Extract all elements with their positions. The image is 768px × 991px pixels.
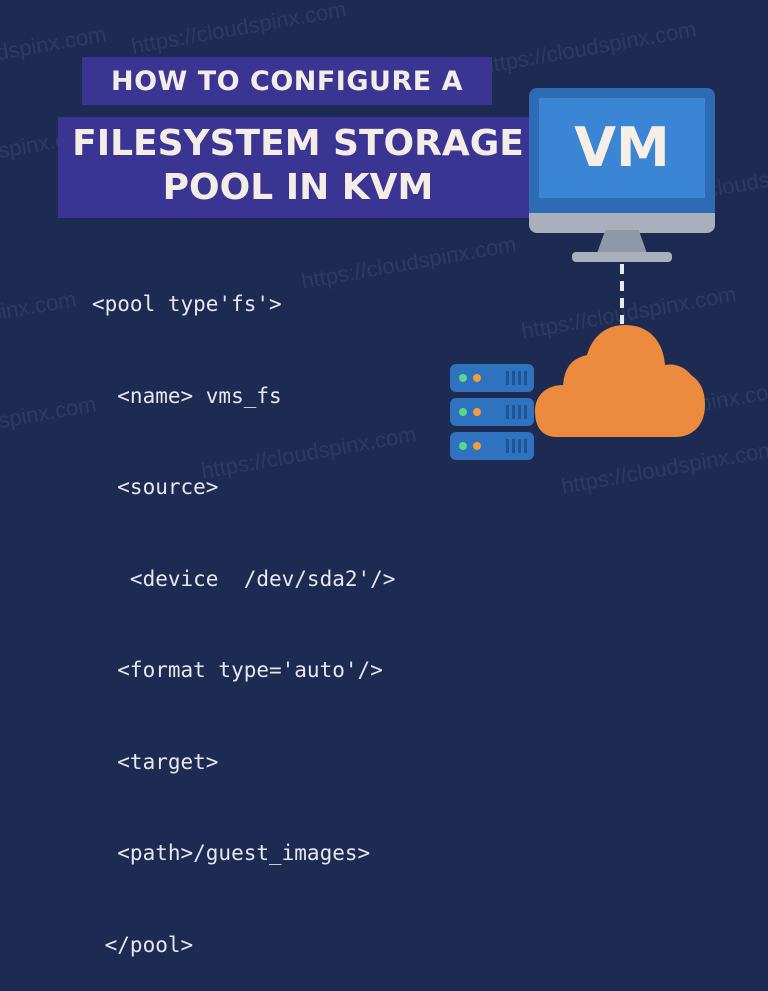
code-line: </pool> [92, 932, 194, 957]
vent-slot [518, 371, 521, 385]
code-line: <source> [92, 475, 219, 499]
watermark-text: https://cloudspinx.com [129, 0, 349, 59]
title-band-main [58, 117, 538, 218]
status-led-green [459, 442, 467, 450]
monitor-bezel [529, 213, 715, 233]
vent-slot [524, 405, 527, 419]
watermark-text: https://cloudspinx.com [0, 286, 79, 349]
title-line-3: POOL IN KVM [162, 167, 434, 208]
title-band-top [82, 57, 492, 105]
server-unit [450, 398, 534, 426]
monitor-stand-neck [596, 230, 648, 256]
vent-slot [512, 371, 515, 385]
watermark-text: https://cloudspinx.com [0, 391, 99, 454]
code-line: <target> [92, 749, 219, 774]
status-led-orange [473, 408, 481, 416]
vent-slot [524, 371, 527, 385]
watermark-text: https://cloudspinx.com [559, 436, 768, 499]
status-led-green [459, 408, 467, 416]
connection-dashed-line [620, 264, 624, 324]
vent-slot [518, 405, 521, 419]
vent-slot [512, 439, 515, 453]
xml-code-block: <pool type'fs'> <name> vms_fs <source> <… [92, 228, 395, 991]
status-led-orange [473, 374, 481, 382]
title-line-1: HOW TO CONFIGURE A [111, 66, 463, 97]
code-line: <device /dev/sda2'/> [92, 566, 396, 591]
monitor-screen: VM [539, 98, 705, 198]
code-line: <path>/guest_images> [92, 841, 371, 865]
code-line: <format type='auto'/> [92, 658, 383, 682]
vent-slot [518, 439, 521, 453]
title-line-2: FILESYSTEM STORAGE [72, 123, 524, 164]
watermark-text: https://cloudspinx.com [479, 16, 699, 79]
vent-slot [506, 405, 509, 419]
server-unit [450, 364, 534, 392]
monitor-stand-base [572, 252, 672, 262]
monitor-icon: VM [529, 88, 715, 233]
vent-slot [506, 371, 509, 385]
code-line: <name> vms_fs [92, 383, 282, 408]
vent-slot [506, 439, 509, 453]
status-led-orange [473, 442, 481, 450]
status-led-green [459, 374, 467, 382]
vent-slot [512, 405, 515, 419]
cloud-icon [535, 325, 705, 437]
code-line: <pool type'fs'> [92, 292, 282, 316]
title-main: FILESYSTEM STORAGE POOL IN KVM [58, 122, 538, 210]
server-unit [450, 432, 534, 460]
vm-label: VM [574, 116, 670, 179]
vent-slot [524, 439, 527, 453]
